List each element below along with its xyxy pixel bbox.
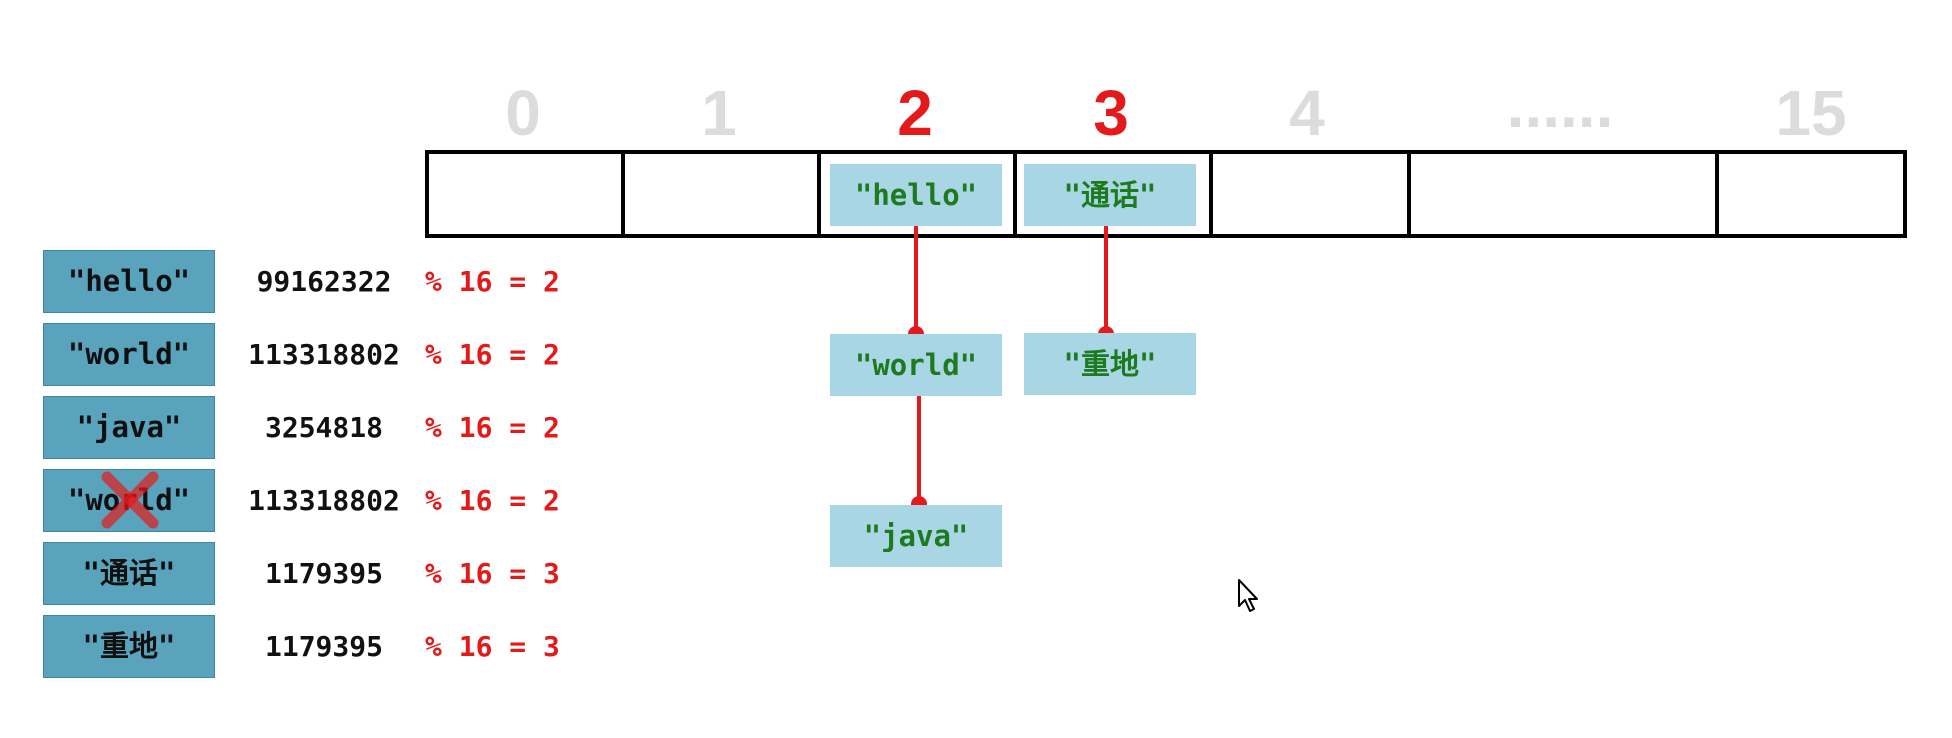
hash-value: 1179395 bbox=[264, 630, 383, 663]
key-box: "world" bbox=[43, 323, 215, 386]
node-java: "java" bbox=[830, 505, 1002, 567]
modulo-result: % 16 = 3 bbox=[425, 630, 560, 663]
bucket-divider bbox=[1715, 154, 1719, 234]
bucket-divider bbox=[817, 154, 821, 234]
bucket-index-1: 1 bbox=[701, 77, 737, 149]
hash-value: 3254818 bbox=[264, 411, 383, 444]
hash-value: 1179395 bbox=[264, 557, 383, 590]
bucket-index-15: 15 bbox=[1775, 77, 1847, 149]
hash-value: 99162322 bbox=[256, 265, 392, 298]
bucket-divider bbox=[621, 154, 625, 234]
node-world: "world" bbox=[830, 334, 1002, 396]
modulo-result: % 16 = 3 bbox=[425, 557, 560, 590]
node-zhongdi: "重地" bbox=[1024, 333, 1196, 395]
key-box: "hello" bbox=[43, 250, 215, 313]
node-hello: "hello" bbox=[830, 164, 1002, 226]
modulo-result: % 16 = 2 bbox=[425, 484, 560, 517]
bucket-divider bbox=[1209, 154, 1213, 234]
bucket-index-3: 3 bbox=[1093, 77, 1129, 149]
node-tonghua: "通话" bbox=[1024, 164, 1196, 226]
bucket-index-4: 4 bbox=[1289, 77, 1325, 149]
bucket-array bbox=[425, 150, 1907, 238]
modulo-result: % 16 = 2 bbox=[425, 265, 560, 298]
modulo-result: % 16 = 2 bbox=[425, 411, 560, 444]
key-box: "java" bbox=[43, 396, 215, 459]
key-box: "重地" bbox=[43, 615, 215, 678]
modulo-result: % 16 = 2 bbox=[425, 338, 560, 371]
bucket-divider bbox=[1013, 154, 1017, 234]
hash-value: 113318802 bbox=[248, 484, 400, 517]
mouse-cursor-icon bbox=[1238, 579, 1258, 612]
key-box: "通话" bbox=[43, 542, 215, 605]
bucket-index-2: 2 bbox=[897, 77, 933, 149]
bucket-index-0: 0 bbox=[505, 77, 541, 149]
cross-mark-icon bbox=[101, 471, 159, 529]
bucket-index-ellipsis: ...... bbox=[1506, 69, 1614, 141]
hash-value: 113318802 bbox=[248, 338, 400, 371]
bucket-divider bbox=[1407, 154, 1411, 234]
